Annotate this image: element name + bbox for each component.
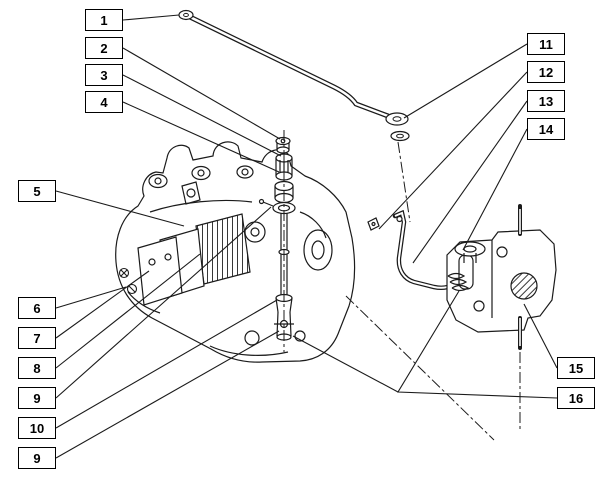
centerlines <box>283 130 521 441</box>
callout-15: 15 <box>557 357 595 379</box>
callout-10: 10 <box>18 417 56 439</box>
leader-lines <box>55 14 558 459</box>
support-bracket-assembly <box>367 204 557 350</box>
callout-9-upper: 9 <box>18 387 56 409</box>
callout-6: 6 <box>18 297 56 319</box>
callout-8: 8 <box>18 357 56 379</box>
callout-2: 2 <box>85 37 123 59</box>
callout-7: 7 <box>18 327 56 349</box>
callout-16: 16 <box>557 387 595 409</box>
callout-5: 5 <box>18 180 56 202</box>
callout-12: 12 <box>527 61 565 83</box>
callout-1: 1 <box>85 9 123 31</box>
control-rod <box>178 9 410 142</box>
left-bolts <box>118 267 138 295</box>
callout-11: 11 <box>527 33 565 55</box>
callout-9-lower: 9 <box>18 447 56 469</box>
callout-14: 14 <box>527 118 565 140</box>
callout-4: 4 <box>85 91 123 113</box>
callout-13: 13 <box>527 90 565 112</box>
callout-3: 3 <box>85 64 123 86</box>
